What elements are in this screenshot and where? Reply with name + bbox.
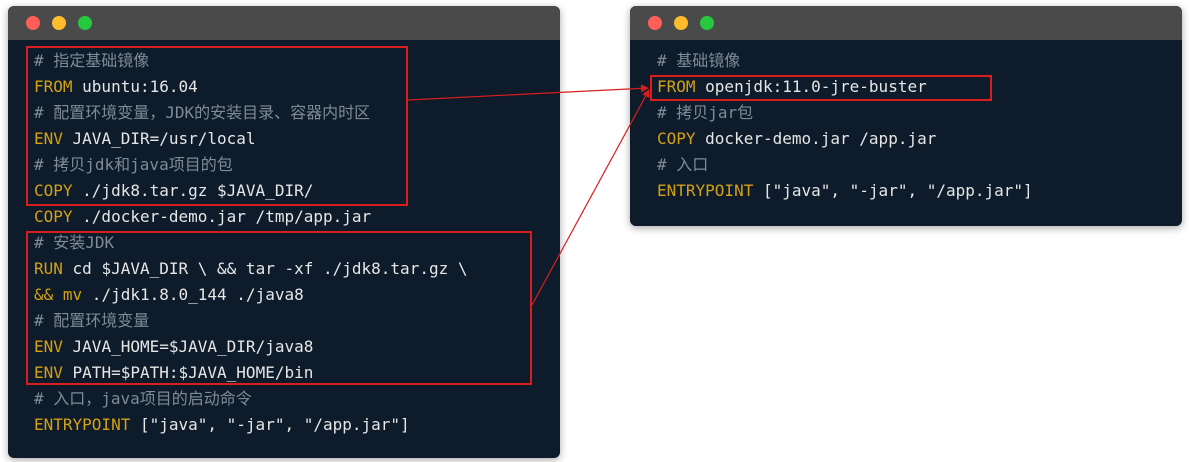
code-text: ./docker-demo.jar /tmp/app.jar: [72, 207, 372, 226]
comment-text: # 拷贝jdk和java项目的包: [34, 155, 233, 174]
comment-text: # 配置环境变量: [34, 311, 150, 330]
keyword: COPY: [34, 181, 73, 200]
maximize-dot-icon[interactable]: [78, 16, 92, 30]
code-line: # 基础镜像: [657, 50, 740, 72]
code-text: docker-demo.jar /app.jar: [695, 129, 937, 148]
keyword: ENV: [34, 129, 63, 148]
code-text: ubuntu:16.04: [72, 77, 198, 96]
minimize-dot-icon[interactable]: [52, 16, 66, 30]
keyword: FROM: [657, 77, 696, 96]
code-line: # 拷贝jdk和java项目的包: [34, 154, 233, 176]
code-line: COPY ./jdk8.tar.gz $JAVA_DIR/: [34, 180, 313, 202]
code-text: JAVA_DIR=/usr/local: [62, 129, 256, 148]
code-text: openjdk:11.0-jre-buster: [695, 77, 927, 96]
comment-text: # 基础镜像: [657, 51, 741, 70]
code-text: ["java", "-jar", "/app.jar"]: [130, 415, 410, 434]
code-text: ./jdk8.tar.gz $JAVA_DIR/: [72, 181, 314, 200]
code-text: PATH=$PATH:$JAVA_HOME/bin: [62, 363, 314, 382]
keyword: RUN: [34, 259, 63, 278]
code-line: ENTRYPOINT ["java", "-jar", "/app.jar"]: [657, 180, 1033, 202]
code-text: ./jdk1.8.0_144 ./java8: [82, 285, 304, 304]
keyword: ENTRYPOINT: [657, 181, 754, 200]
code-line: RUN cd $JAVA_DIR \ && tar -xf ./jdk8.tar…: [34, 258, 467, 280]
keyword: && mv: [34, 285, 83, 304]
code-line: ENTRYPOINT ["java", "-jar", "/app.jar"]: [34, 414, 410, 436]
code-line: COPY docker-demo.jar /app.jar: [657, 128, 936, 150]
close-dot-icon[interactable]: [648, 16, 662, 30]
comment-text: # 配置环境变量，JDK的安装目录、容器内时区: [34, 103, 371, 122]
code-line: # 安装JDK: [34, 232, 114, 254]
window-titlebar: [8, 6, 560, 40]
code-line: # 入口: [657, 154, 708, 176]
code-line: ENV JAVA_DIR=/usr/local: [34, 128, 256, 150]
code-line: ENV JAVA_HOME=$JAVA_DIR/java8: [34, 336, 313, 358]
code-line: FROM openjdk:11.0-jre-buster: [657, 76, 927, 98]
keyword: ENV: [34, 337, 63, 356]
keyword: COPY: [34, 207, 73, 226]
keyword: ENTRYPOINT: [34, 415, 131, 434]
code-text: ["java", "-jar", "/app.jar"]: [753, 181, 1033, 200]
window-titlebar: [630, 6, 1182, 40]
maximize-dot-icon[interactable]: [700, 16, 714, 30]
code-line: ENV PATH=$PATH:$JAVA_HOME/bin: [34, 362, 313, 384]
code-text: cd $JAVA_DIR \ && tar -xf ./jdk8.tar.gz …: [62, 259, 468, 278]
dockerfile-code-right: # 基础镜像 FROM openjdk:11.0-jre-buster # 拷贝…: [630, 40, 1182, 226]
code-line: # 指定基础镜像: [34, 50, 149, 72]
code-line: # 配置环境变量: [34, 310, 149, 332]
keyword: FROM: [34, 77, 73, 96]
keyword: ENV: [34, 363, 63, 382]
close-dot-icon[interactable]: [26, 16, 40, 30]
comment-text: # 入口，java项目的启动命令: [34, 389, 252, 408]
comment-text: # 入口: [657, 155, 709, 174]
right-code-window: # 基础镜像 FROM openjdk:11.0-jre-buster # 拷贝…: [630, 6, 1182, 226]
code-text: JAVA_HOME=$JAVA_DIR/java8: [62, 337, 314, 356]
code-line: # 入口，java项目的启动命令: [34, 388, 252, 410]
left-code-window: # 指定基础镜像 FROM ubuntu:16.04 # 配置环境变量，JDK的…: [8, 6, 560, 458]
comment-text: # 拷贝jar包: [657, 103, 754, 122]
code-line: # 拷贝jar包: [657, 102, 753, 124]
minimize-dot-icon[interactable]: [674, 16, 688, 30]
code-line: FROM ubuntu:16.04: [34, 76, 198, 98]
dockerfile-code-left: # 指定基础镜像 FROM ubuntu:16.04 # 配置环境变量，JDK的…: [8, 40, 560, 458]
code-line: && mv ./jdk1.8.0_144 ./java8: [34, 284, 304, 306]
comment-text: # 安装JDK: [34, 233, 115, 252]
code-line: # 配置环境变量，JDK的安装目录、容器内时区: [34, 102, 370, 124]
code-line: COPY ./docker-demo.jar /tmp/app.jar: [34, 206, 371, 228]
keyword: COPY: [657, 129, 696, 148]
comment-text: # 指定基础镜像: [34, 51, 150, 70]
